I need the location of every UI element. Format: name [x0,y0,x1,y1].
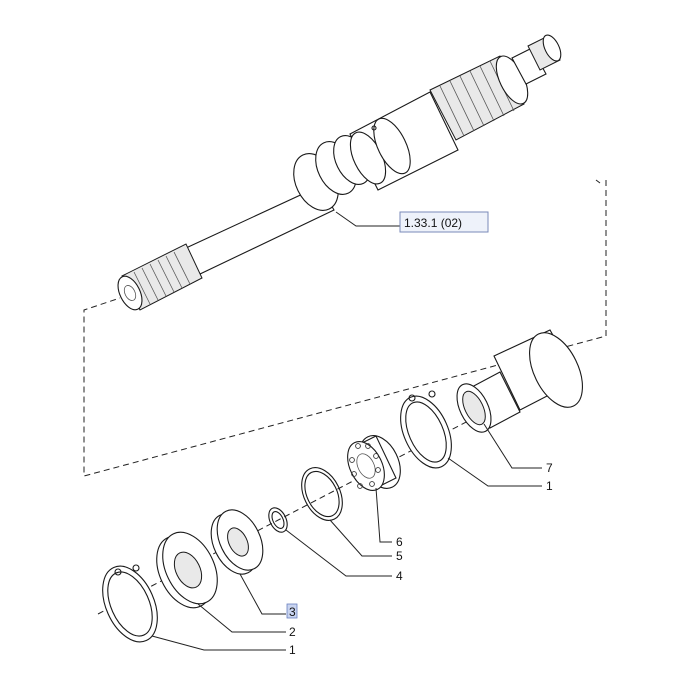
callout-6[interactable]: 6 [396,535,403,549]
callout-2[interactable]: 2 [289,625,296,639]
callout-4[interactable]: 4 [396,569,403,583]
callout-1-lower[interactable]: 1 [289,643,296,657]
callout-7[interactable]: 7 [546,461,553,475]
spacer-washer [210,509,264,575]
main-shaft [117,34,562,311]
small-snap-ring [268,507,288,533]
callout-3-highlight [286,603,298,619]
callout-5[interactable]: 5 [396,549,403,563]
callout-3[interactable]: 3 [289,605,296,619]
thrust-washer [156,531,218,609]
reference-label[interactable]: 1.33.1 (02) [404,216,462,230]
circlip-upper [400,390,452,469]
bearing [347,435,401,491]
leader-lines [151,423,542,651]
circlip-lower [102,564,158,643]
assembly-outline [83,180,607,477]
thin-ring [301,467,343,521]
callout-1-upper[interactable]: 1 [546,479,553,493]
reference-leader [335,211,400,227]
coupling-sleeve [456,329,583,433]
reference-box[interactable] [399,211,489,233]
